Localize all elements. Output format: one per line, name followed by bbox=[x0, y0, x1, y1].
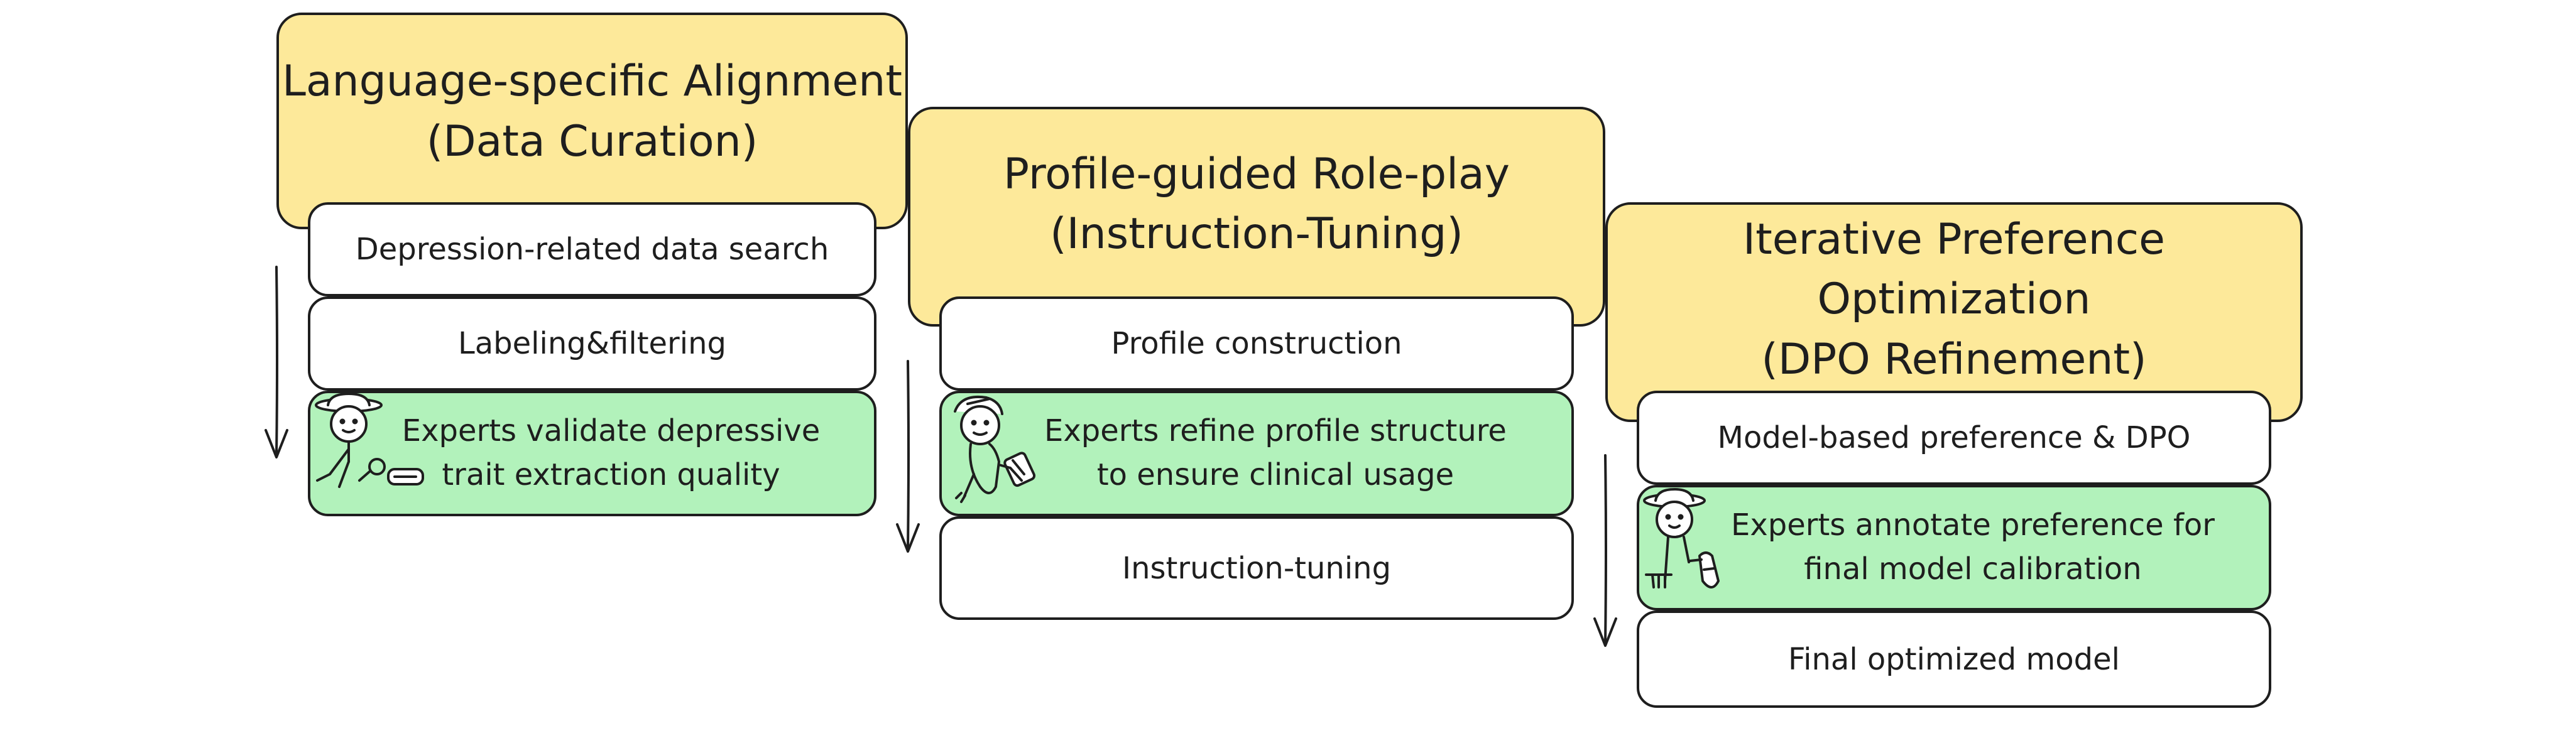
column-2-step-2-expert: Experts refine profile structure to ensu… bbox=[939, 391, 1574, 516]
column-1-step-1-label: Depression-related data search bbox=[355, 232, 829, 267]
column-2-step-1: Profile construction bbox=[939, 296, 1574, 391]
column-3-header: Iterative Preference Optimization (DPO R… bbox=[1605, 202, 2303, 422]
column-2-step-2-line1: Experts refine profile structure bbox=[1044, 413, 1507, 449]
column-1-title-line1: Language-specific Alignment bbox=[281, 57, 903, 107]
column-1-step-3-line1: Experts validate depressive bbox=[401, 413, 821, 449]
expert-figure-icon bbox=[315, 393, 424, 488]
column-2-step-2-line2: to ensure clinical usage bbox=[1096, 457, 1454, 492]
column-3-step-1-label: Model-based preference & DPO bbox=[1717, 420, 2191, 455]
expert-figure-icon bbox=[1643, 488, 1720, 588]
column-3-step-3-label: Final optimized model bbox=[1788, 641, 2120, 677]
column-1-step-2-label: Labeling&filtering bbox=[457, 326, 727, 361]
column-3-title-line2: (DPO Refinement) bbox=[1761, 334, 2147, 384]
column-1-step-3-line2: trait extraction quality bbox=[442, 457, 780, 492]
column-1-step-3-expert: Experts validate depressive trait extrac… bbox=[308, 391, 876, 516]
column-3-step-2-expert: Experts annotate preference for final mo… bbox=[1637, 485, 2271, 610]
column-1-header: Language-specific Alignment (Data Curati… bbox=[276, 13, 908, 229]
column-3-step-1: Model-based preference & DPO bbox=[1637, 391, 2271, 485]
arrow-down-icon bbox=[1593, 454, 1617, 647]
column-2-header: Profile-guided Role-play (Instruction-Tu… bbox=[908, 107, 1605, 327]
expert-figure-icon bbox=[954, 396, 1036, 503]
column-3-title-line1: Iterative Preference Optimization bbox=[1743, 215, 2165, 325]
column-2-step-3-label: Instruction-tuning bbox=[1122, 550, 1392, 586]
column-2-title-line2: (Instruction-Tuning) bbox=[1050, 209, 1463, 259]
column-1-step-2: Labeling&filtering bbox=[308, 296, 876, 391]
column-1-title-line2: (Data Curation) bbox=[426, 116, 758, 166]
column-1-step-1: Depression-related data search bbox=[308, 202, 876, 296]
column-2-step-3: Instruction-tuning bbox=[939, 516, 1574, 620]
column-3-step-2-line2: final model calibration bbox=[1804, 551, 2142, 587]
column-3-step-3: Final optimized model bbox=[1637, 610, 2271, 708]
column-3-step-2-line1: Experts annotate preference for bbox=[1731, 507, 2215, 543]
column-2-title-line1: Profile-guided Role-play bbox=[1003, 149, 1510, 199]
column-2-step-1-label: Profile construction bbox=[1111, 326, 1402, 361]
arrow-down-icon bbox=[896, 360, 920, 553]
arrow-down-icon bbox=[265, 266, 288, 458]
